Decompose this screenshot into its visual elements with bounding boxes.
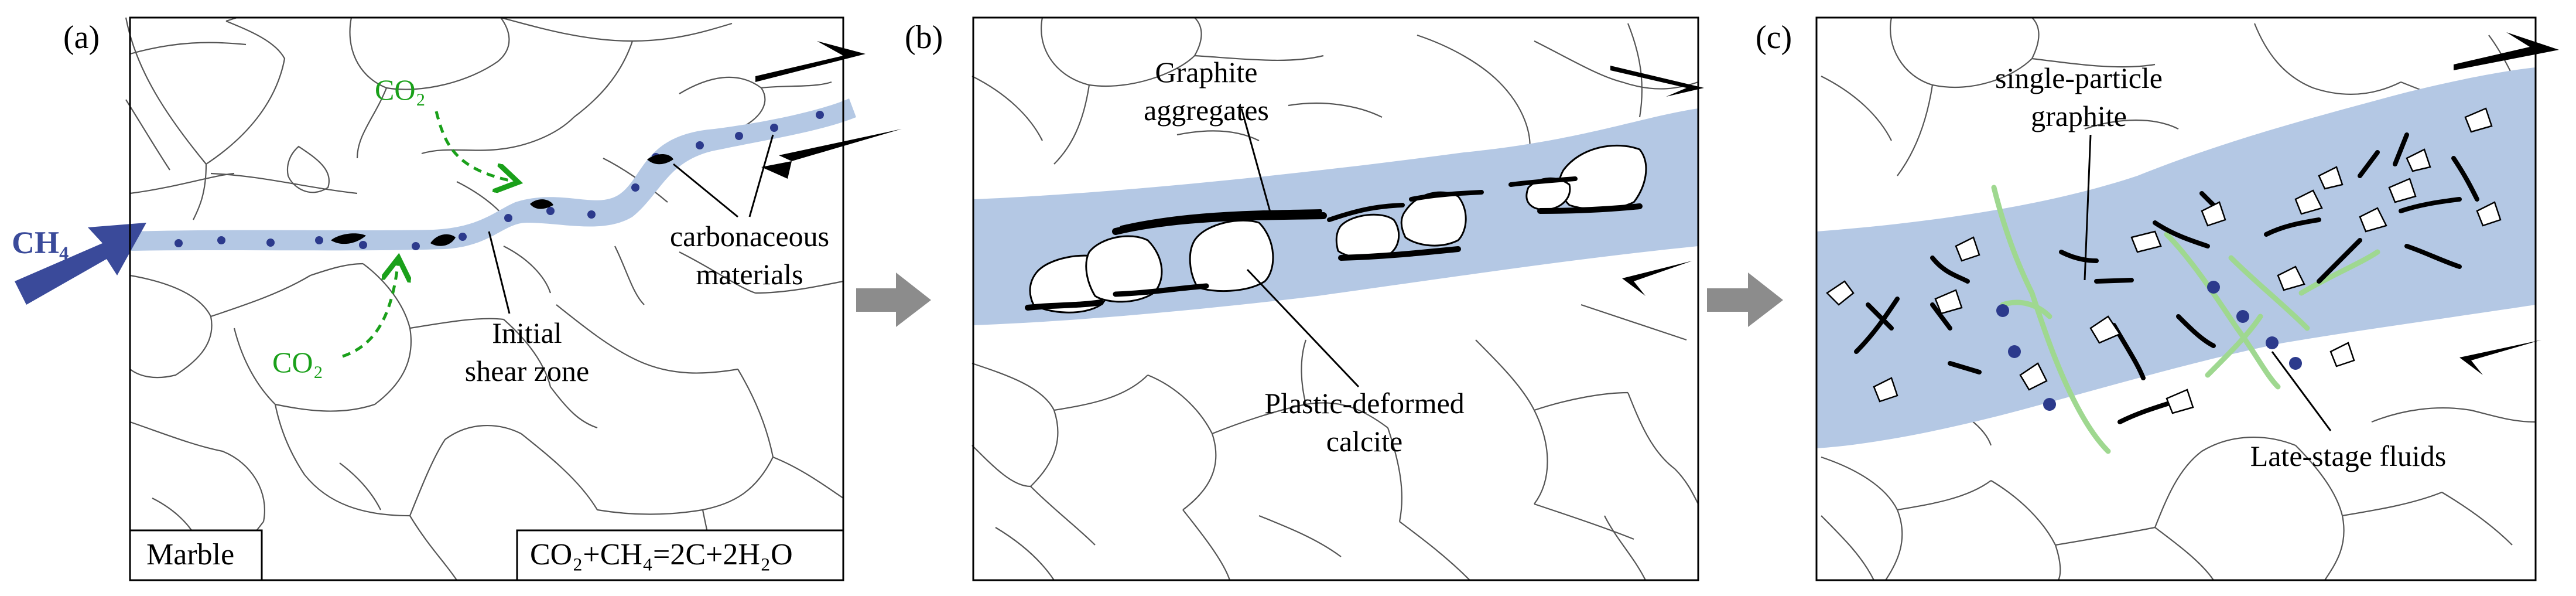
panel-a: (a)	[12, 16, 902, 581]
shear-zone-leader	[488, 231, 511, 314]
carbonaceous-leader-1	[673, 163, 738, 218]
panel-b-frame	[972, 16, 1699, 581]
shear-zone-line-2: shear zone	[465, 355, 589, 387]
graphite-line-1: Graphite	[1155, 56, 1258, 88]
panel-c: (c)	[1756, 16, 2559, 581]
fluids-label: Late-stage fluids	[2250, 440, 2447, 472]
graphite-line-2: aggregates	[1144, 94, 1269, 127]
panel-a-frame	[129, 16, 844, 581]
co2-arrow-bottom	[342, 261, 398, 358]
single-graphite-line-2: graphite	[2031, 100, 2127, 132]
shear-sense-c-top	[2454, 32, 2559, 70]
calcite-line-2: calcite	[1326, 425, 1402, 458]
panel-c-fluid-veins	[1991, 185, 2380, 454]
panel-c-frame	[1815, 16, 2537, 581]
panel-c-shear-zone	[1816, 67, 2536, 448]
shear-sense-a-bottom	[779, 129, 902, 161]
shear-sense-c-bottom	[2459, 340, 2541, 375]
panel-b-grains	[971, 17, 1699, 581]
panel-c-label: (c)	[1756, 19, 1792, 56]
single-graphite-leader	[2084, 134, 2092, 281]
panel-a-carbonaceous-blobs	[331, 154, 673, 246]
calcite-line-1: Plastic-deformed	[1264, 387, 1465, 420]
reaction-box	[516, 529, 844, 581]
panel-a-label: (a)	[63, 19, 100, 56]
panel-a-shear-zone	[130, 98, 856, 251]
ch4-label: CH₄	[12, 225, 69, 260]
co2-arrow-top	[435, 111, 515, 182]
shear-sense-a-top	[755, 41, 865, 82]
carbonaceous-line-1: carbonaceous	[670, 220, 829, 253]
panel-b-graphite-aggregates	[1025, 176, 1643, 311]
graphite-leader	[1240, 108, 1272, 214]
co2-label-bottom: CO₂	[272, 346, 323, 379]
arrow-a-to-b	[856, 273, 931, 327]
ch4-arrow	[15, 223, 146, 305]
shear-zone-line-1: Initial	[492, 316, 562, 349]
calcite-leader	[1246, 268, 1360, 388]
arrow-b-to-c	[1707, 273, 1783, 327]
panel-c-grains	[1821, 17, 2536, 581]
co2-label-top: CO₂	[375, 73, 426, 106]
panel-a-dots	[175, 111, 824, 250]
shear-sense-b-top	[1610, 66, 1704, 97]
panel-b: (b)	[905, 16, 1704, 581]
panel-c-single-graphite	[1854, 132, 2479, 424]
reaction-label: CO₂+CH₄=2C+2H₂O	[530, 538, 793, 571]
single-graphite-line-1: single-particle	[1995, 62, 2163, 94]
carbonaceous-line-2: materials	[696, 258, 803, 291]
panel-b-label: (b)	[905, 19, 943, 56]
panel-a-grains	[125, 16, 844, 581]
fluids-leader	[2271, 351, 2332, 431]
marble-label: Marble	[146, 538, 234, 571]
carbonaceous-leader-2	[748, 134, 774, 217]
panel-c-calcite-fragments	[1826, 107, 2502, 414]
shear-sense-b-bottom	[1622, 261, 1692, 296]
